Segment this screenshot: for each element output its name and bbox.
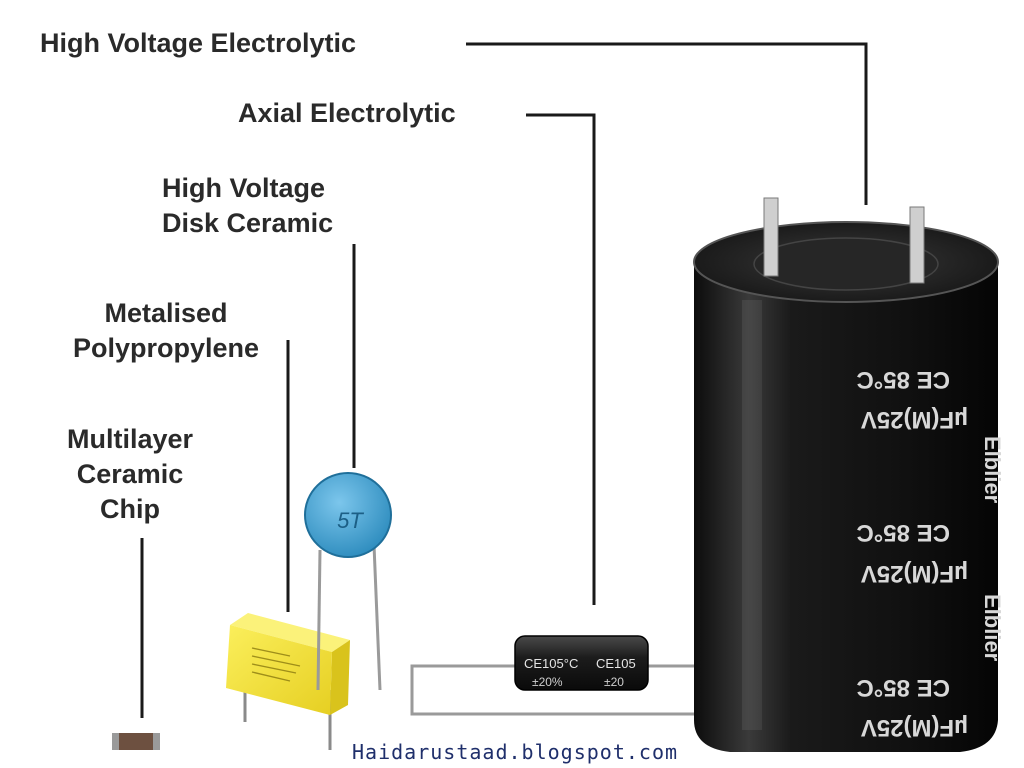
can-rating-marking-3: µF(M)25V (861, 714, 968, 741)
leader-lines (140, 42, 868, 718)
label-hv-disk-ceramic-line1: High Voltage (162, 173, 326, 203)
axial-tolerance-left: ±20% (532, 675, 563, 689)
can-temp-marking-2: CE 85°C (856, 519, 950, 546)
leader-line-high-voltage-electrolytic (466, 42, 868, 205)
metalised-polypropylene-capacitor (226, 613, 350, 750)
can-temp-marking-3: CE 85°C (856, 674, 950, 701)
label-axial-electrolytic: Axial Electrolytic (238, 98, 456, 128)
high-voltage-electrolytic-capacitor: CE 85°C µF(M)25V CE 85°C µF(M)25V CE 85°… (693, 197, 1005, 752)
label-hv-disk-ceramic-line2: Disk Ceramic (162, 208, 334, 238)
can-temp-marking-1: CE 85°C (856, 366, 950, 393)
axial-marking-left: CE105°C (524, 656, 578, 671)
axial-tolerance-right: ±20 (604, 675, 624, 689)
label-metalised-polypropylene: Metalised Polypropylene (48, 296, 284, 366)
leader-line-axial-electrolytic (526, 113, 596, 605)
disk-code-text: 5T (337, 508, 364, 533)
axial-electrolytic-capacitor: CE105°C CE105 ±20% ±20 (410, 635, 747, 716)
label-metalised-line2: Polypropylene (72, 333, 260, 363)
label-high-voltage-electrolytic: High Voltage Electrolytic (40, 28, 357, 58)
label-metalised-line1: Metalised (104, 298, 228, 328)
can-brand-marking-2: Elblier (980, 594, 1005, 662)
hv-disk-ceramic-capacitor: 5T (304, 472, 392, 691)
label-mlcc-line1: Multilayer (66, 424, 194, 454)
can-rating-marking-2: µF(M)25V (861, 560, 968, 587)
can-rating-marking-1: µF(M)25V (861, 406, 968, 433)
label-multilayer-ceramic-chip: Multilayer Ceramic Chip (40, 422, 220, 527)
label-mlcc-line2: Ceramic (76, 459, 184, 489)
label-mlcc-line3: Chip (100, 494, 160, 524)
watermark-text: Haidarustaad.blogspot.com (352, 740, 679, 764)
label-hv-disk-ceramic: High Voltage Disk Ceramic (162, 171, 333, 241)
axial-marking-right: CE105 (596, 656, 636, 671)
can-brand-marking-1: Elblier (980, 436, 1005, 504)
multilayer-ceramic-chip (112, 733, 160, 750)
